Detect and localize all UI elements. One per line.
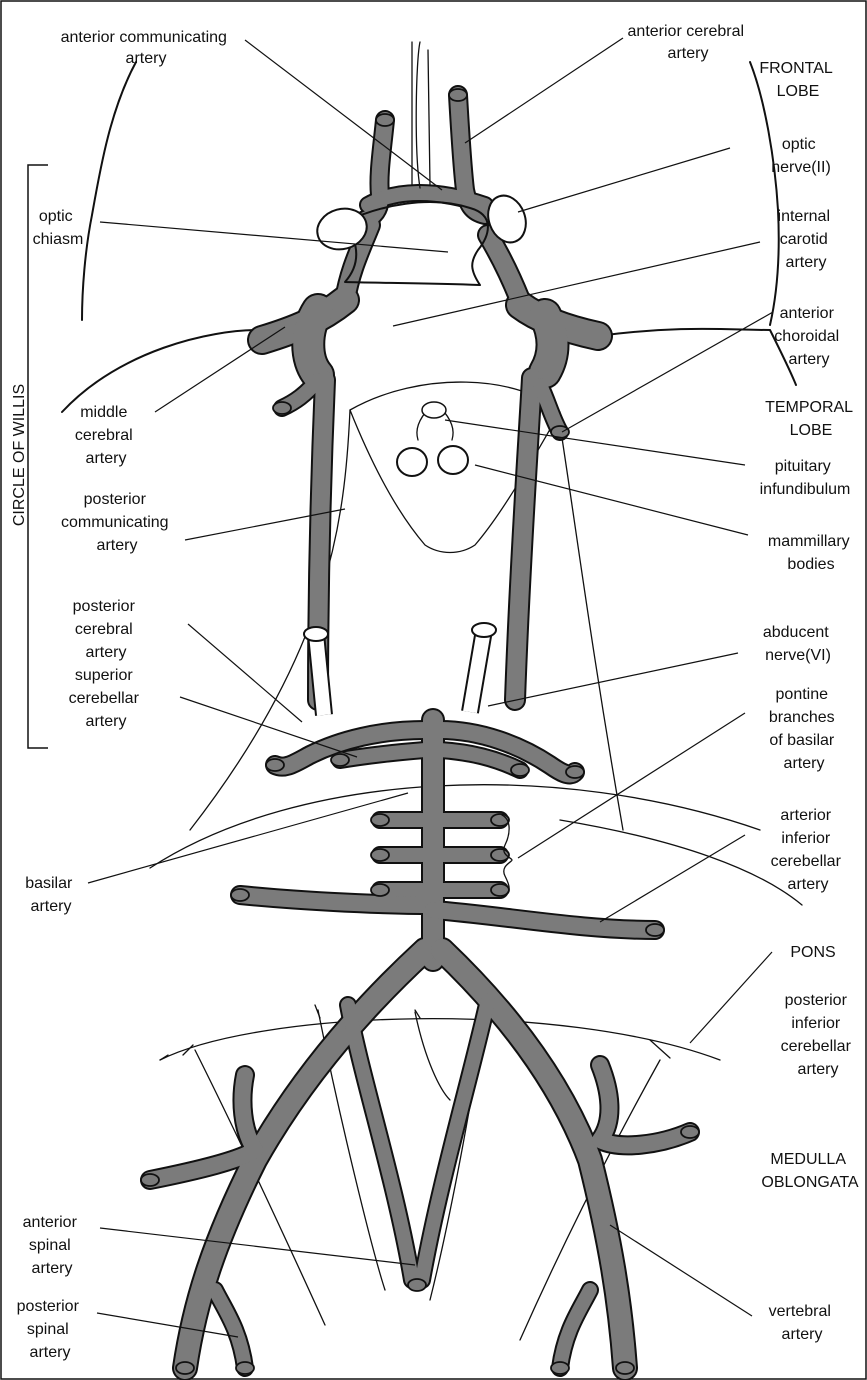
- label-temporal-lobe: TEMPORAL LOBE: [765, 399, 857, 439]
- label-vertebral-artery: vertebral artery: [769, 1303, 836, 1343]
- vessel-cut-end-18: [616, 1362, 634, 1374]
- vessel-cut-end-19: [236, 1362, 254, 1374]
- right-frontal-lobe-outline: [750, 62, 779, 325]
- label-medulla-oblongata: MEDULLA OBLONGATA: [761, 1151, 859, 1191]
- right-temporal-lobe-outline: [598, 329, 796, 385]
- label-frontal-lobe: FRONTAL LOBE: [759, 60, 836, 100]
- label-superior-cerebellar-artery: superior cerebellar artery: [69, 667, 144, 730]
- vessel-cut-end-20: [551, 1362, 569, 1374]
- medulla-upper-arc: [160, 1019, 720, 1060]
- medulla-arc-ticks: [183, 1005, 670, 1058]
- mammillary-body-left: [397, 448, 427, 476]
- vessel-cut-end-3: [273, 402, 291, 414]
- label-optic-chiasm: optic chiasm: [33, 208, 84, 248]
- brain-outlines: [62, 62, 802, 1340]
- label-basilar-artery: basilar artery: [25, 875, 77, 915]
- label-posterior-cerebral-artery: posterior cerebral artery: [73, 598, 140, 661]
- label-posterior-inferior-cerebellar-artery: posterior inferior cerebellar artery: [781, 992, 856, 1078]
- vessel-cut-end-9: [371, 814, 389, 826]
- vessel-cut-end-11: [371, 849, 389, 861]
- label-posterior-spinal-artery: posterior spinal artery: [17, 1298, 84, 1361]
- vessel-cut-end-6: [566, 766, 584, 778]
- label-anterior-spinal-artery: anterior spinal artery: [23, 1214, 82, 1277]
- arterial-vessels: [141, 89, 699, 1374]
- abducent-nerves: [304, 623, 496, 715]
- pituitary-infundibulum-cap: [422, 402, 446, 418]
- vessel-cut-end-2: [449, 89, 467, 101]
- label-internal-carotid-artery: internal carotid artery: [778, 208, 835, 271]
- vessel-cut-end-7: [331, 754, 349, 766]
- label-posterior-communicating-artery: posterior communicating artery: [61, 491, 173, 554]
- vessel-cut-end-13: [371, 884, 389, 896]
- vertebral-artery-right: [442, 950, 625, 1368]
- vessel-cut-end-16: [646, 924, 664, 936]
- label-abducent-nerve: abducent nerve(VI): [763, 624, 833, 664]
- anterior-choroidal-artery-right: [540, 385, 560, 432]
- vessel-cut-end-23: [408, 1279, 426, 1291]
- anterior-spinal-artery-right: [422, 1000, 488, 1280]
- left-frontal-lobe-outline: [82, 62, 136, 320]
- vessel-cut-end-17: [176, 1362, 194, 1374]
- vessel-cut-end-10: [491, 814, 509, 826]
- anterior-communicating-artery: [368, 193, 485, 205]
- labels: anterior communicating artery anterior c…: [17, 23, 859, 1361]
- vessel-cut-end-21: [141, 1174, 159, 1186]
- label-middle-cerebral-artery: middle cerebral artery: [75, 404, 137, 467]
- label-pons: PONS: [790, 944, 835, 961]
- label-anterior-inferior-cerebellar-artery: arterior inferior cerebellar artery: [771, 807, 846, 893]
- label-optic-nerve: optic nerve(II): [771, 136, 831, 176]
- carotid-bulb-left: [308, 310, 318, 375]
- label-mammillary-bodies: mammillary bodies: [768, 533, 854, 573]
- circle-of-willis-bracket: CIRCLE OF WILLIS: [11, 165, 48, 748]
- carotid-bulb-right: [545, 315, 553, 372]
- pons-lower-arc: [560, 820, 802, 905]
- vessel-cut-end-22: [681, 1126, 699, 1138]
- olfactory-tracts: [412, 42, 430, 188]
- anterior-spinal-artery-left: [348, 1005, 412, 1280]
- vessel-cut-end-15: [231, 889, 249, 901]
- posterior-inferior-cerebellar-artery-left: [150, 1075, 255, 1180]
- label-pituitary-infundibulum: pituitary infundibulum: [760, 458, 851, 498]
- vessel-cut-end-8: [511, 764, 529, 776]
- left-temporal-lobe-outline: [62, 330, 258, 412]
- label-anterior-cerebral-artery: anterior cerebral artery: [628, 23, 749, 62]
- posterior-communicating-artery-right: [515, 378, 532, 700]
- vessel-cut-end-1: [376, 114, 394, 126]
- label-pontine-branches: pontine branches of basilar artery: [769, 686, 839, 772]
- circle-of-willis-label: CIRCLE OF WILLIS: [11, 384, 28, 526]
- mammillary-body-right: [438, 446, 468, 474]
- vessel-cut-end-5: [266, 759, 284, 771]
- label-anterior-communicating-artery: anterior communicating artery: [61, 29, 232, 67]
